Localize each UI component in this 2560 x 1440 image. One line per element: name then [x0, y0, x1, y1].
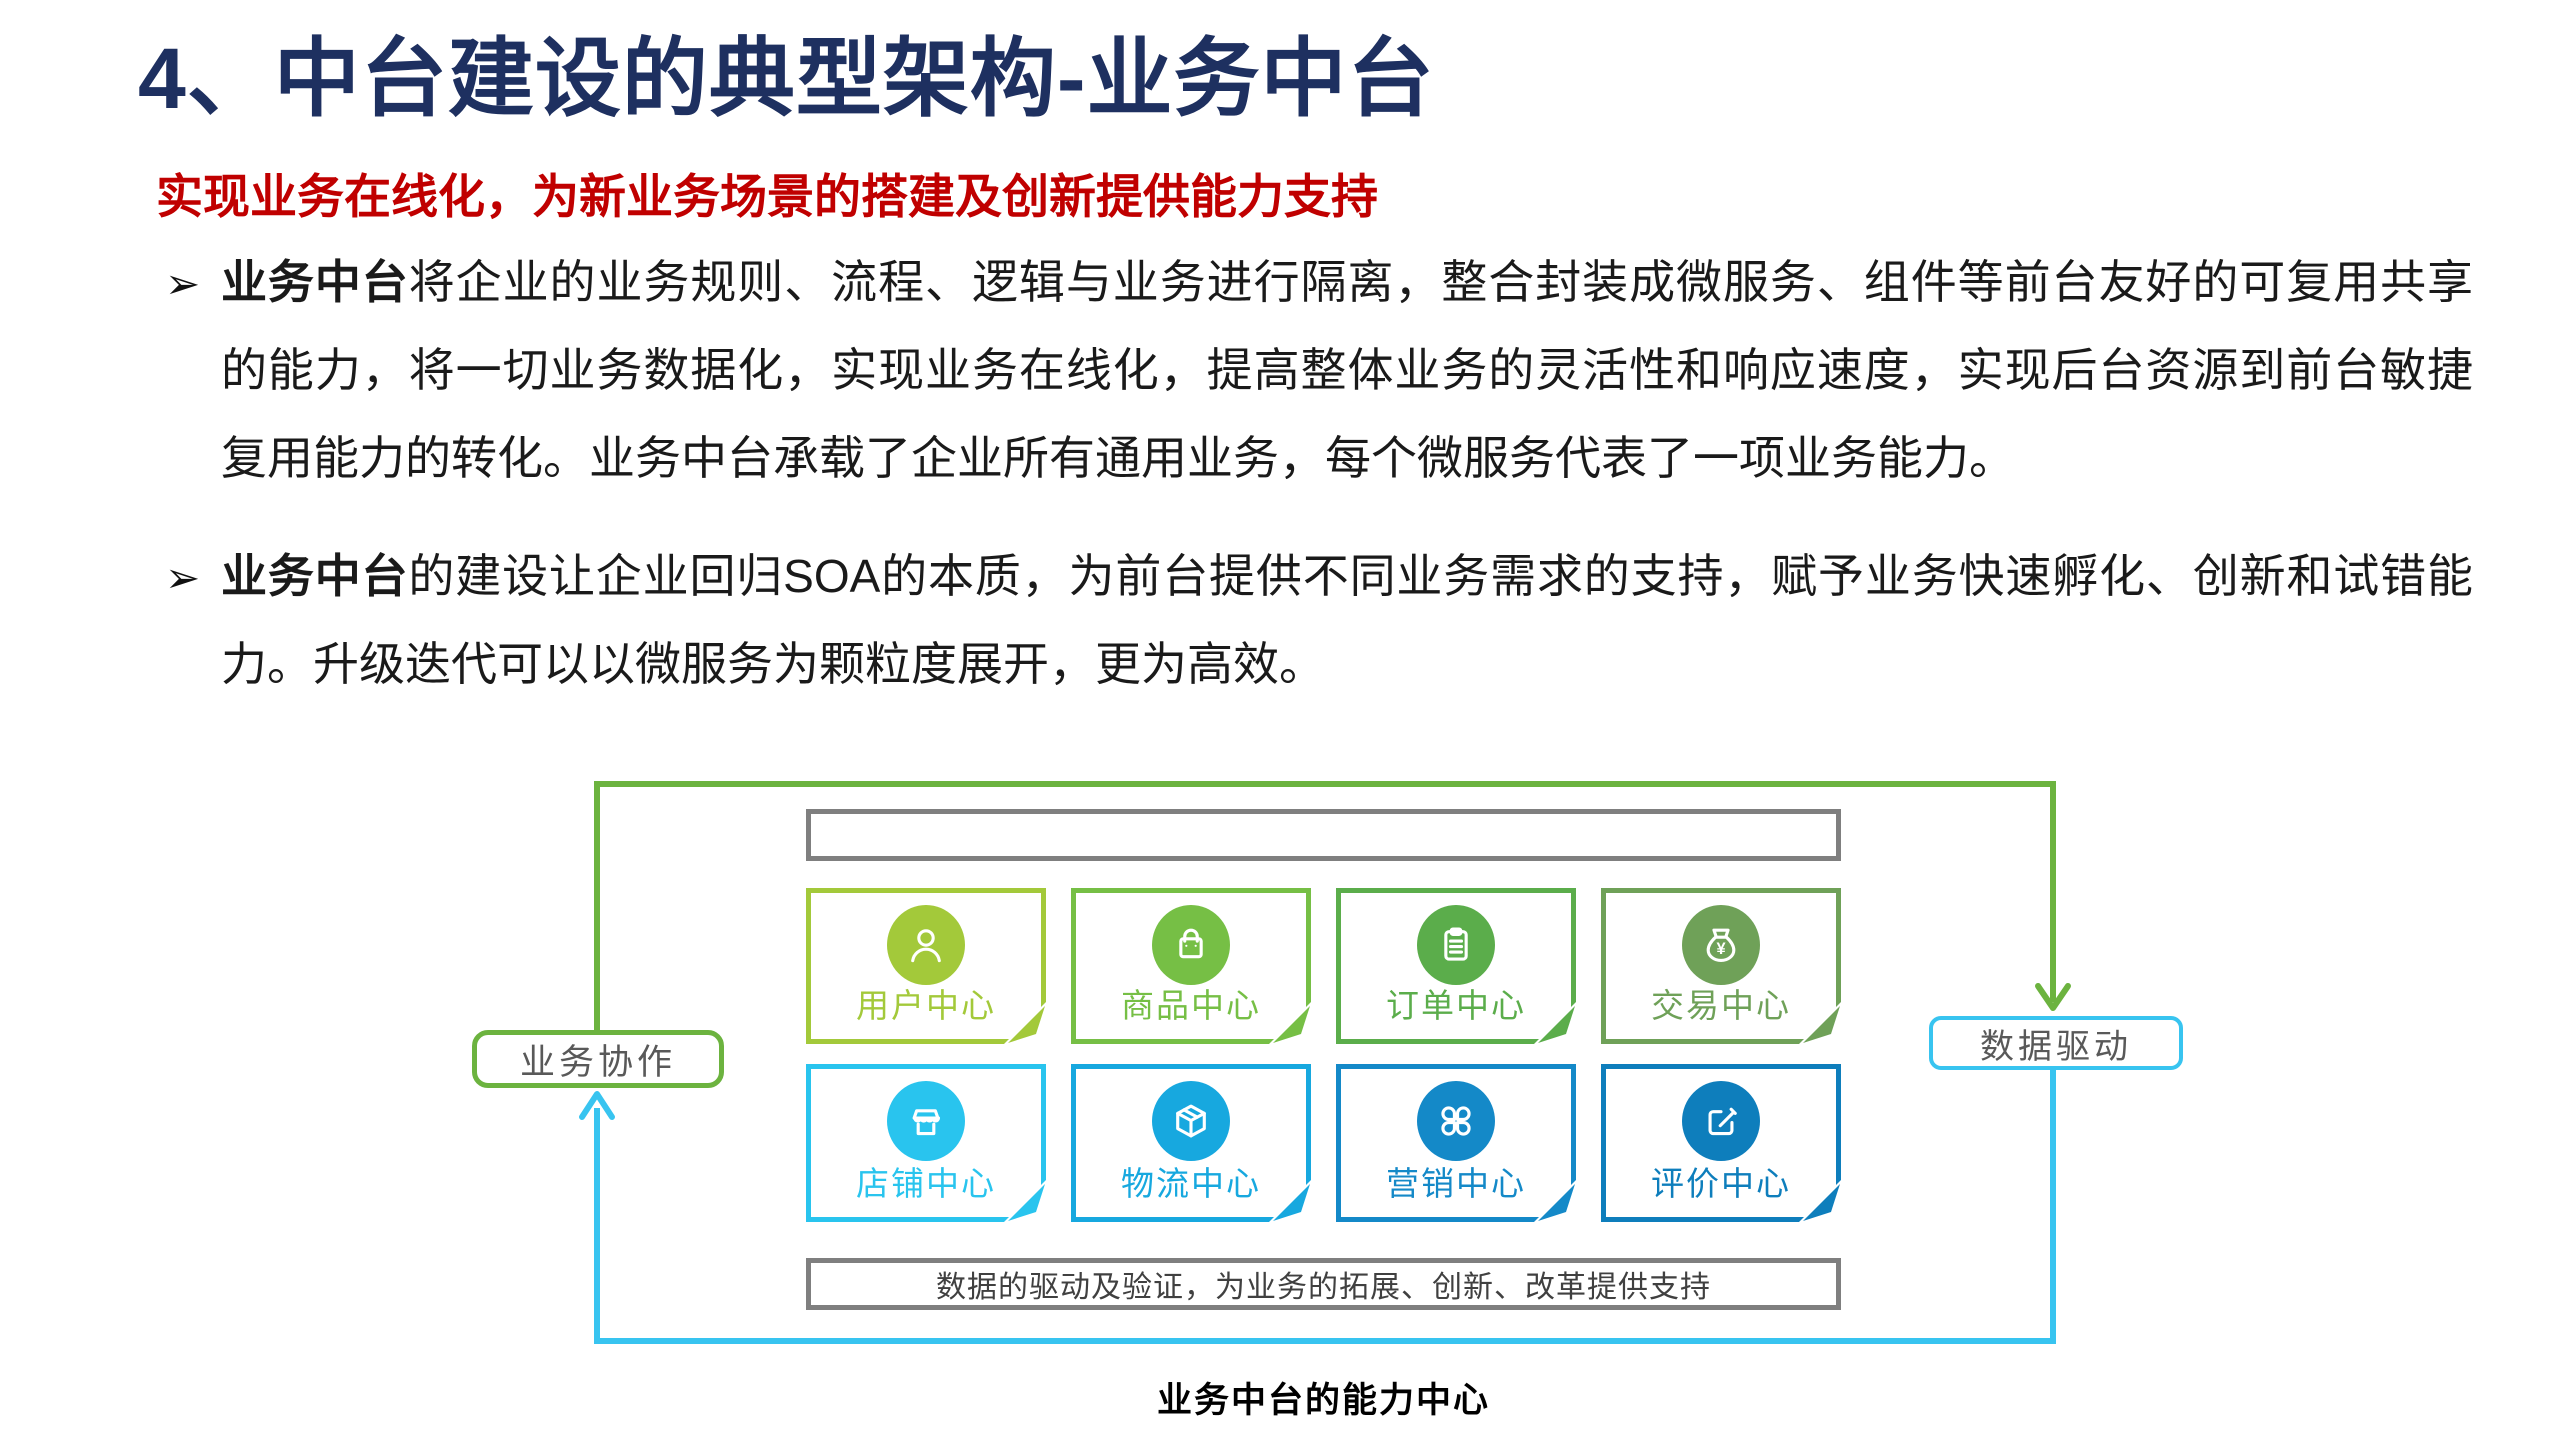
- folded-corner: [1799, 1002, 1841, 1044]
- folded-corner: [1004, 1180, 1046, 1222]
- capability-card-goods: 商品中心: [1071, 888, 1311, 1044]
- bullet-lead: 业务中台: [221, 550, 409, 602]
- bullet-text: 的建设让企业回归SOA的本质，为前台提供不同业务需求的支持，赋予业务快速孵化、创…: [221, 550, 2474, 690]
- green-arrow-down-icon: [2035, 983, 2071, 1011]
- arrow-bullet-icon: ➢: [165, 260, 201, 307]
- folded-corner: [1534, 1002, 1576, 1044]
- package-cube-icon: [1152, 1081, 1230, 1161]
- capability-card-label: 评价中心: [1651, 1167, 1791, 1203]
- subtitle-highlight: 实现业务在线化，为新业务场景的搭建及创新提供能力支持: [156, 170, 1378, 223]
- clover-grid-icon: [1417, 1081, 1495, 1161]
- bullet-lead: 业务中台: [221, 256, 409, 308]
- capability-card-order: 订单中心: [1336, 888, 1576, 1044]
- capability-card-review: 评价中心: [1601, 1064, 1841, 1222]
- capability-card-marketing: 营销中心: [1336, 1064, 1576, 1222]
- folded-corner: [1269, 1002, 1311, 1044]
- diagram-caption: 业务中台的能力中心: [1156, 1381, 1490, 1420]
- edit-note-icon: [1682, 1081, 1760, 1161]
- page-title: 4、中台建设的典型架构-业务中台: [138, 31, 1435, 127]
- folded-corner: [1004, 1002, 1046, 1044]
- order-clipboard-icon: [1417, 905, 1495, 985]
- storefront-icon: [887, 1081, 965, 1161]
- folded-corner: [1534, 1180, 1576, 1222]
- capability-card-label: 物流中心: [1121, 1167, 1261, 1203]
- bullet-paragraph: ➢ 业务中台的建设让企业回归SOA的本质，为前台提供不同业务需求的支持，赋予业务快…: [165, 532, 2473, 708]
- body-text: ➢业务中台将企业的业务规则、流程、逻辑与业务进行隔离，整合封装成微服务、组件等前…: [165, 238, 2473, 708]
- user-icon: [887, 905, 965, 985]
- arrow-bullet-icon: ➢: [165, 554, 201, 601]
- capability-card-logistics: 物流中心: [1071, 1064, 1311, 1222]
- data-support-bar: 数据的驱动及验证，为业务的拓展、创新、改革提供支持: [806, 1258, 1841, 1310]
- capability-card-label: 商品中心: [1121, 989, 1261, 1025]
- cyan-arrow-up-icon: [579, 1091, 615, 1120]
- frontend-placeholder-box: [806, 809, 1841, 861]
- svg-text:¥: ¥: [1716, 940, 1726, 958]
- capability-card-label: 用户中心: [856, 989, 996, 1025]
- money-bag-icon: ¥: [1682, 905, 1760, 985]
- capability-card-label: 店铺中心: [856, 1167, 996, 1203]
- folded-corner: [1799, 1180, 1841, 1222]
- capability-card-label: 营销中心: [1386, 1167, 1526, 1203]
- bullet-text: 将企业的业务规则、流程、逻辑与业务进行隔离，整合封装成微服务、组件等前台友好的可…: [221, 256, 2474, 484]
- business-collaboration-label: 业务协作: [472, 1030, 724, 1088]
- capability-card-trade: ¥ 交易中心: [1601, 888, 1841, 1044]
- shopping-bag-icon: [1152, 905, 1230, 985]
- capability-card-label: 交易中心: [1651, 989, 1791, 1025]
- capability-card-label: 订单中心: [1386, 989, 1526, 1025]
- bullet-paragraph: ➢ 业务中台将企业的业务规则、流程、逻辑与业务进行隔离，整合封装成微服务、组件等前…: [165, 238, 2473, 502]
- folded-corner: [1269, 1180, 1311, 1222]
- data-driven-label: 数据驱动: [1929, 1016, 2183, 1070]
- capability-card-user: 用户中心: [806, 888, 1046, 1044]
- capability-card-shop: 店铺中心: [806, 1064, 1046, 1222]
